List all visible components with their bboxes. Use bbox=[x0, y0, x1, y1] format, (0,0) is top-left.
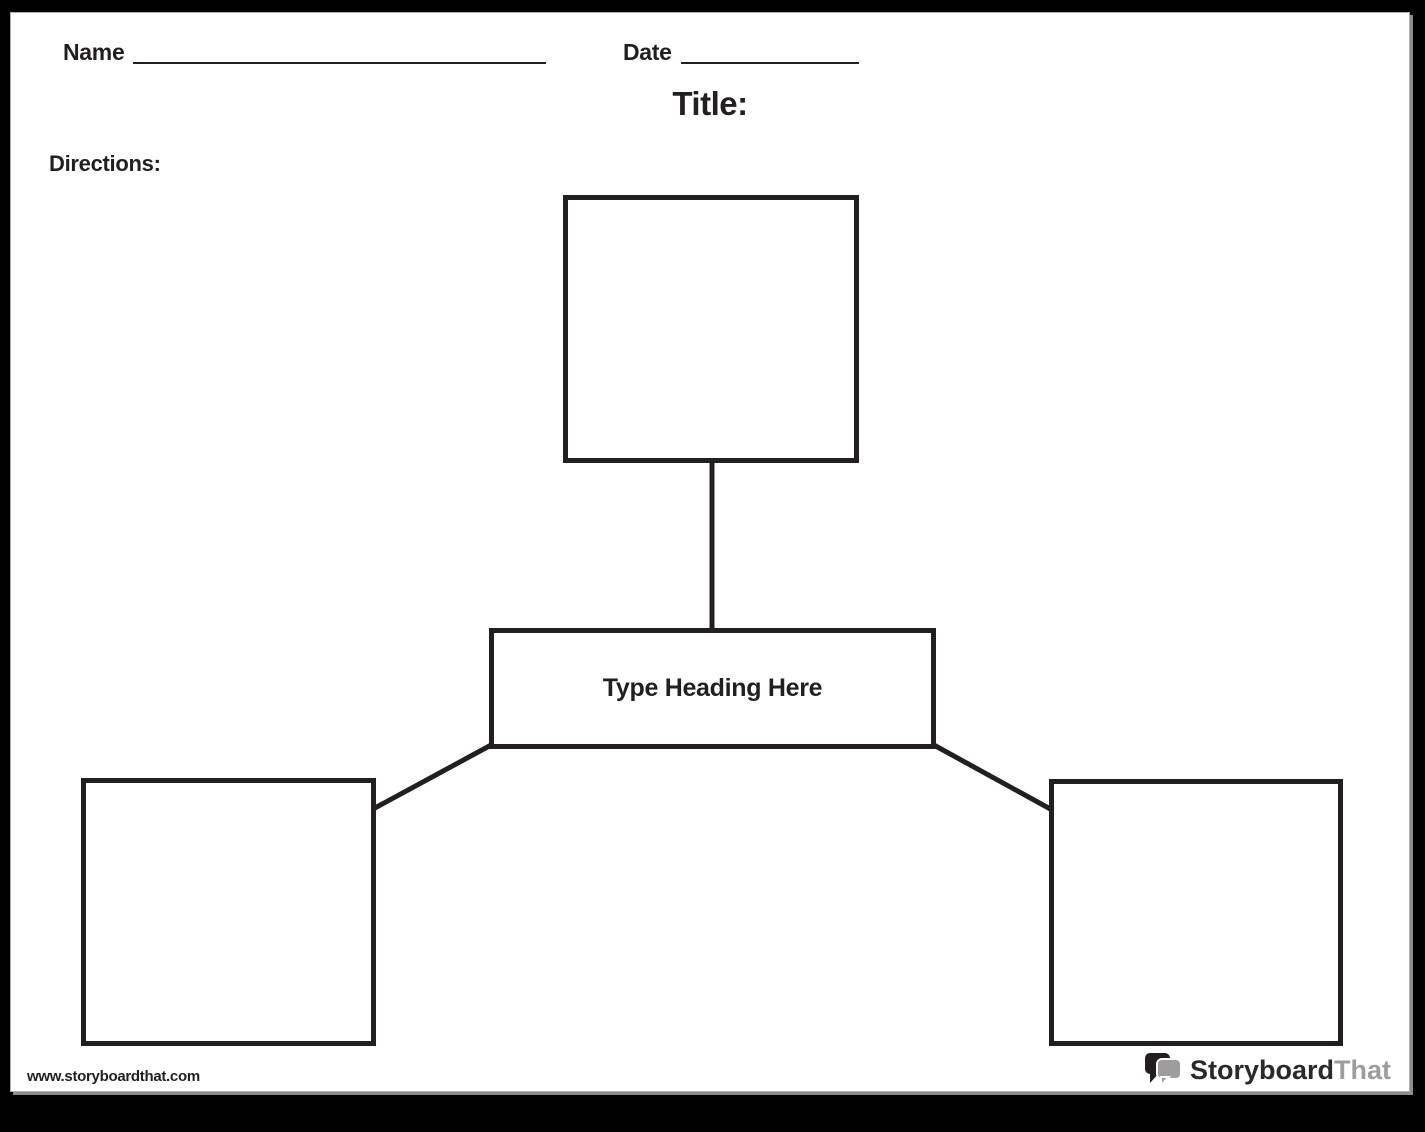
speech-bubbles-icon bbox=[1144, 1053, 1182, 1087]
logo-wordmark: StoryboardThat bbox=[1189, 1054, 1391, 1085]
name-label: Name bbox=[63, 39, 125, 65]
website-url: www.storyboardthat.com bbox=[27, 1068, 200, 1085]
heading-placeholder: Type Heading Here bbox=[602, 674, 823, 702]
spider-cell-top[interactable] bbox=[563, 195, 859, 463]
connector-right bbox=[930, 741, 1056, 814]
date-label: Date bbox=[623, 39, 672, 65]
name-input-line[interactable] bbox=[133, 54, 547, 64]
directions-label: Directions: bbox=[49, 151, 161, 176]
logo-text-primary: Storyboard bbox=[1189, 1054, 1334, 1085]
worksheet-title: Title: bbox=[672, 85, 748, 122]
name-field: Name bbox=[63, 39, 547, 66]
date-input-line[interactable] bbox=[680, 54, 859, 64]
spider-cell-left[interactable] bbox=[81, 778, 376, 1046]
spider-heading-box[interactable]: Type Heading Here bbox=[489, 628, 936, 749]
connector-lines bbox=[371, 459, 1056, 814]
spider-cell-right[interactable] bbox=[1049, 779, 1343, 1046]
storyboardthat-logo: StoryboardThat bbox=[1144, 1053, 1391, 1087]
connector-left bbox=[371, 741, 495, 812]
logo-text-secondary: That bbox=[1334, 1054, 1391, 1085]
date-field: Date bbox=[623, 41, 859, 66]
worksheet-page: Name Date Title: Directions: Type Headin… bbox=[10, 12, 1410, 1092]
